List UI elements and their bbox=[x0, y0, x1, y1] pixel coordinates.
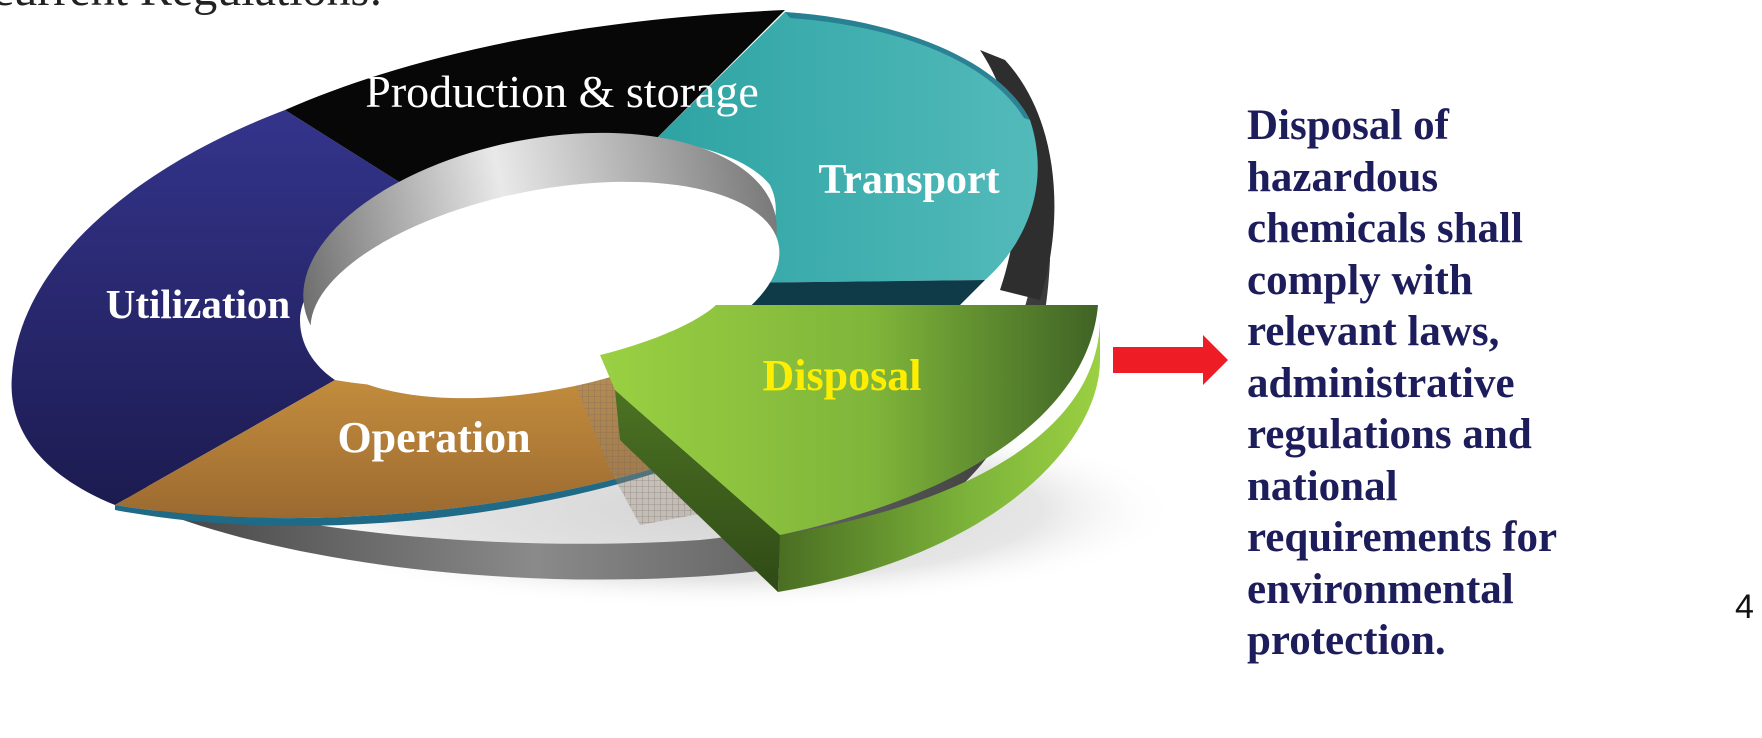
description-line: Disposal of bbox=[1247, 102, 1449, 149]
description-line: relevant laws, bbox=[1247, 308, 1500, 355]
page-number: 4 bbox=[1735, 588, 1754, 626]
segment-transport bbox=[655, 12, 1038, 283]
description-line: environmental bbox=[1247, 565, 1514, 613]
description-line: national bbox=[1247, 462, 1398, 510]
disposal-description: Disposal of hazardous chemicals shall co… bbox=[1247, 100, 1587, 667]
slide-heading: current Regulations: bbox=[0, 0, 383, 17]
description-line: administrative bbox=[1247, 359, 1515, 407]
label-utilization: Utilization bbox=[106, 281, 291, 327]
label-production: Production & storage bbox=[365, 66, 759, 117]
ring-outer-rim-dark bbox=[980, 50, 1055, 300]
label-transport: Transport bbox=[818, 157, 999, 203]
description-line: regulations and bbox=[1247, 411, 1532, 458]
segment-disposal-side bbox=[778, 318, 1100, 592]
segment-disposal-top bbox=[600, 305, 1098, 535]
description-line: requirements for bbox=[1247, 514, 1558, 561]
label-operation: Operation bbox=[337, 413, 530, 462]
label-disposal: Disposal bbox=[763, 351, 922, 400]
segment-operation bbox=[115, 360, 665, 519]
description-line: chemicals shall bbox=[1247, 205, 1523, 252]
segment-disposal-front bbox=[615, 390, 780, 592]
segment-production bbox=[285, 10, 785, 195]
segment-operation-rim bbox=[115, 465, 665, 526]
segment-utilization bbox=[11, 110, 421, 505]
description-line: comply with bbox=[1247, 256, 1473, 304]
pointer-arrow bbox=[1113, 335, 1228, 385]
description-line: hazardous bbox=[1247, 153, 1439, 201]
description-line: protection. bbox=[1247, 617, 1446, 664]
